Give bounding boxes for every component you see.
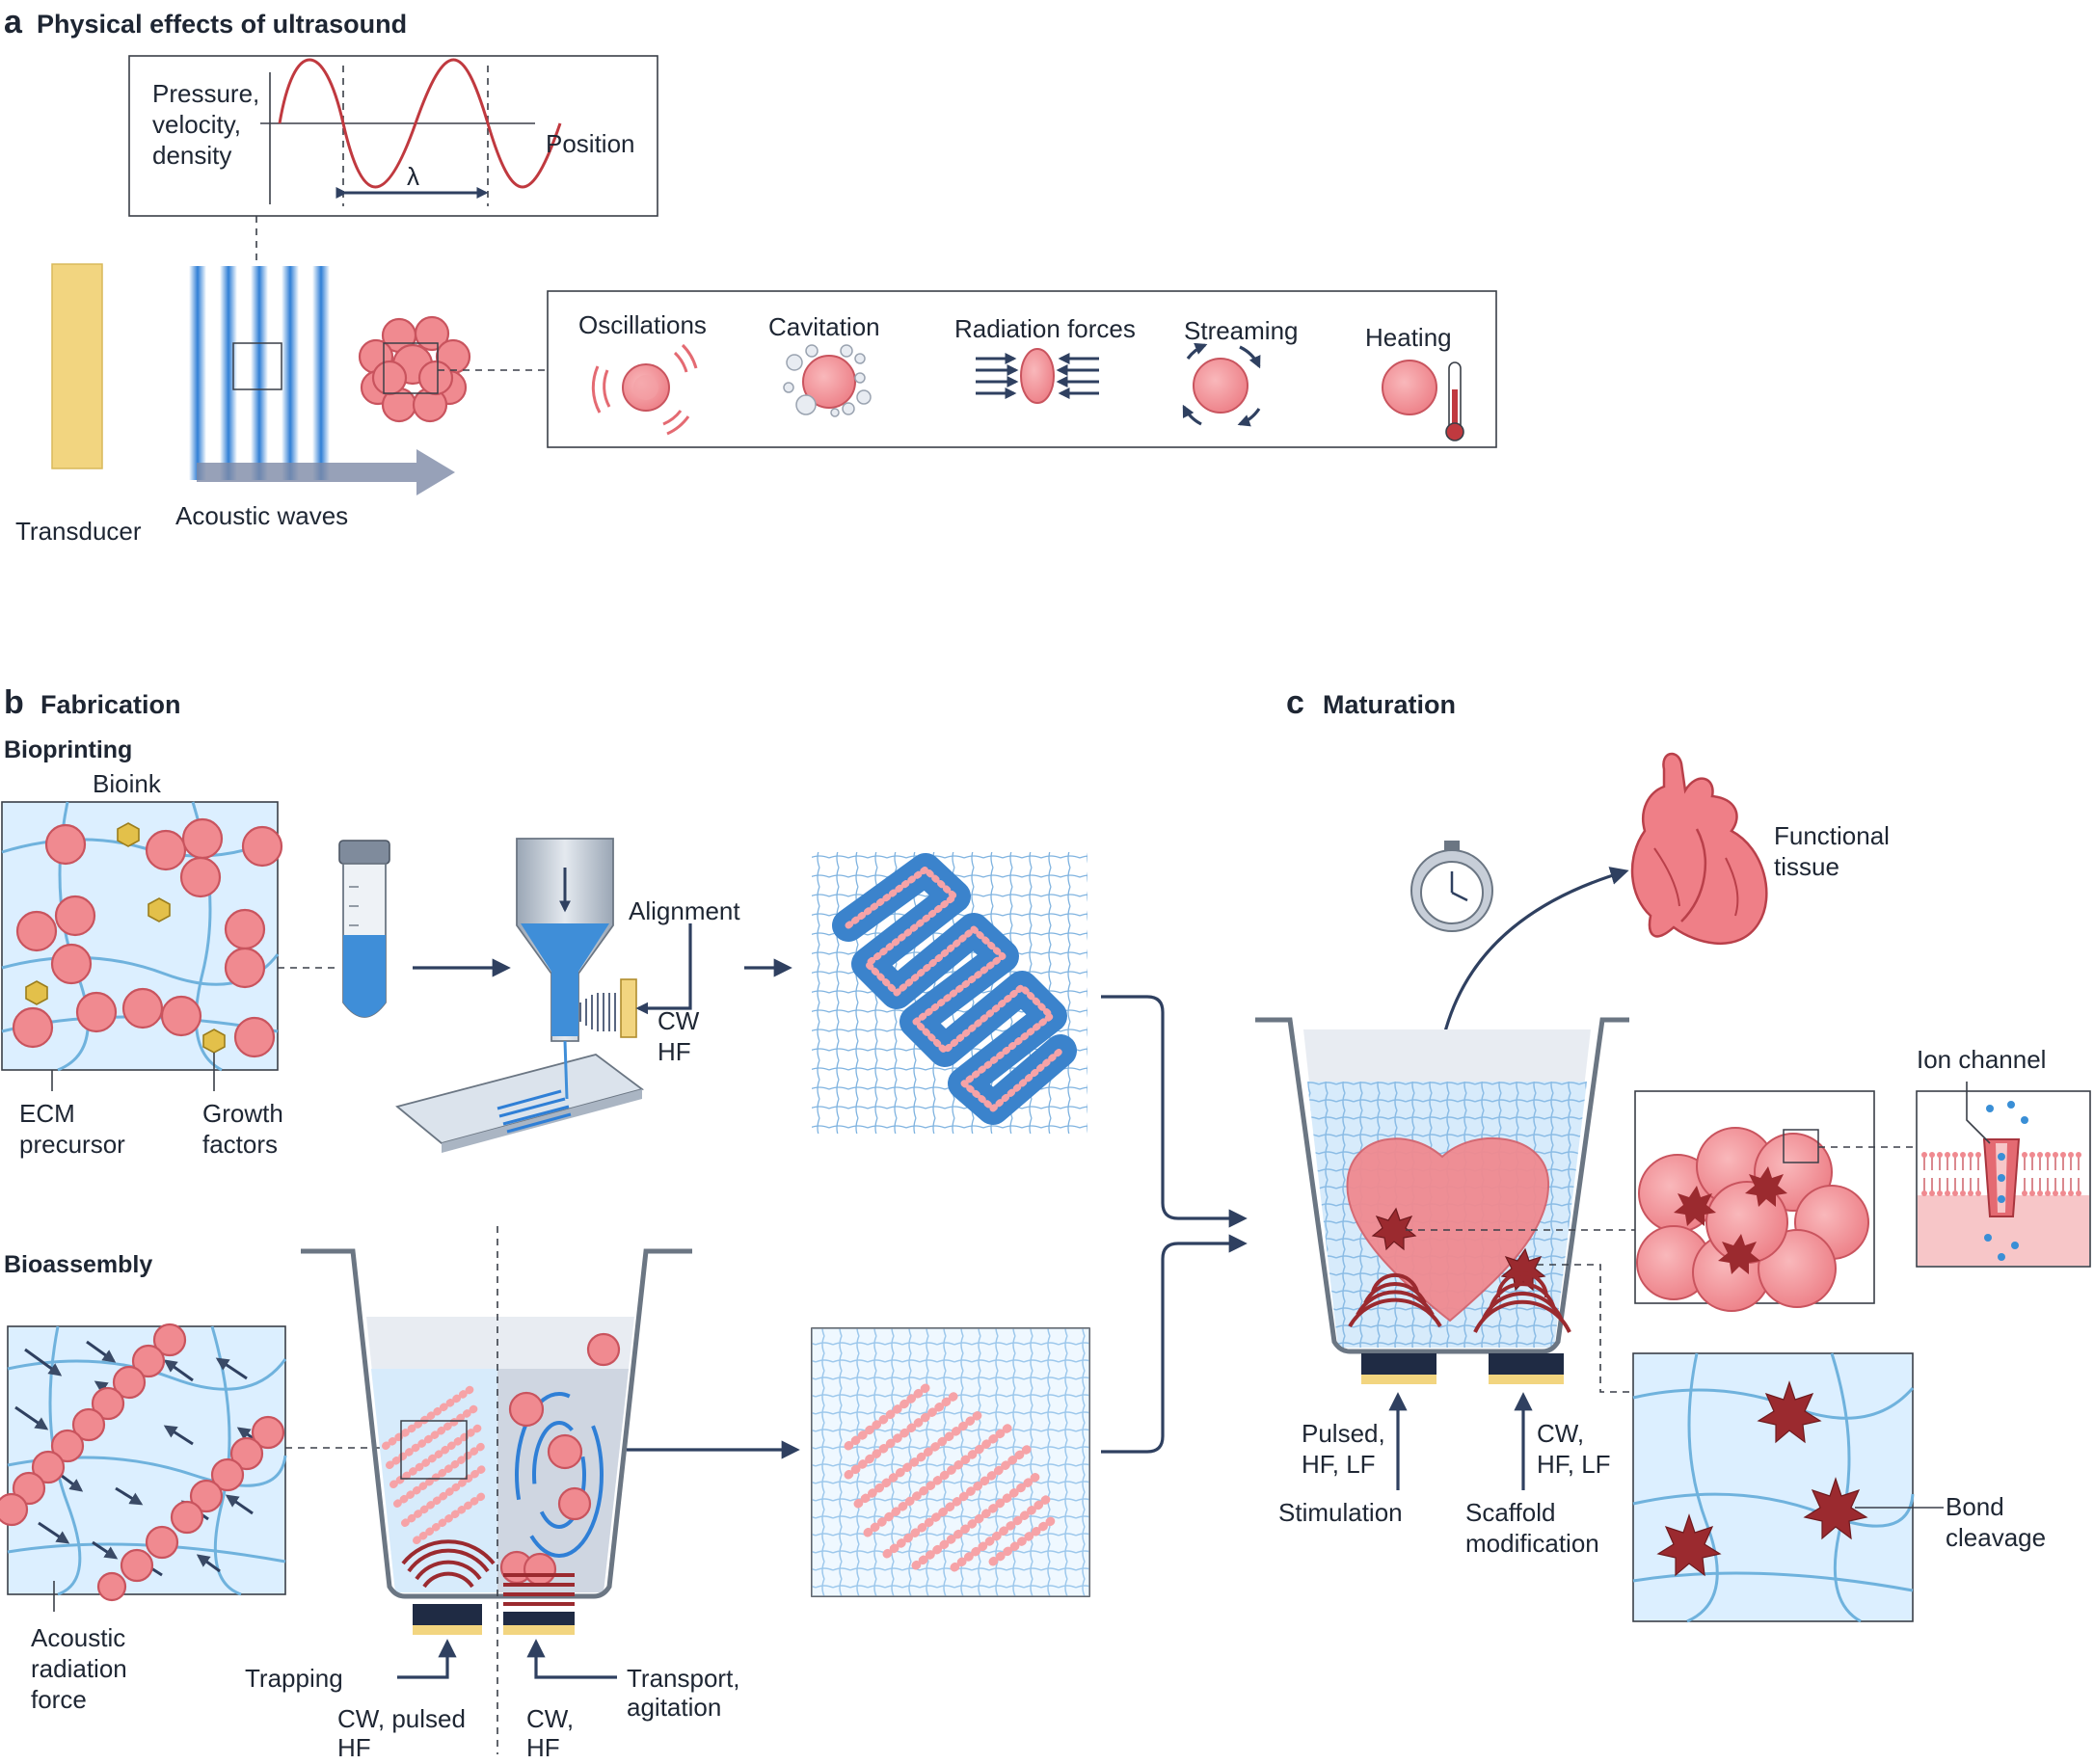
trapping-label: Trapping <box>245 1664 343 1693</box>
effect-heating: Heating <box>1365 323 1464 441</box>
svg-text:Radiation forces: Radiation forces <box>954 314 1136 343</box>
acoustic-label-2: radiation <box>31 1654 127 1683</box>
thermometer-icon <box>1445 361 1464 441</box>
panel-c-title: Maturation <box>1323 690 1456 719</box>
transducer-label: Transducer <box>15 517 142 546</box>
ion-channel-inset <box>1916 1082 2091 1268</box>
transport-label-1: Transport, <box>627 1664 740 1693</box>
acoustic-waves-label: Acoustic waves <box>175 501 348 530</box>
transducer-block <box>51 263 103 469</box>
panel-b-title: Fabrication <box>40 690 181 719</box>
bioink-tube <box>338 840 390 1018</box>
cw-label: CW <box>658 1006 700 1035</box>
assembled-construct <box>811 1327 1090 1597</box>
scaffold-label-1: Scaffold <box>1465 1498 1555 1527</box>
panel-c-letter: c <box>1286 684 1304 721</box>
scaffold-star <box>1500 1247 1546 1292</box>
stimulation-label: Stimulation <box>1278 1498 1403 1527</box>
acoustic-label-3: force <box>31 1685 87 1714</box>
scaffold-label-2: modification <box>1465 1529 1599 1558</box>
hf-label: HF <box>658 1037 691 1066</box>
growth-label-2: factors <box>202 1130 278 1159</box>
effect-streaming: Streaming <box>1182 316 1299 427</box>
cw-label-3: CW, <box>1537 1419 1584 1448</box>
panel-a-letter: a <box>4 4 23 40</box>
wave-axis-label-1: Pressure, <box>152 79 259 108</box>
bioink-box <box>1 801 283 1072</box>
hf-lf-label: HF, LF <box>1537 1450 1611 1479</box>
panel-a: a Physical effects of ultrasound λ Press… <box>4 4 1497 546</box>
bioink-label: Bioink <box>93 769 162 798</box>
wave-axis-label-3: density <box>152 141 231 170</box>
panel-a-title: Physical effects of ultrasound <box>37 10 407 39</box>
wave-inset: λ Pressure, velocity, density Position <box>128 55 658 217</box>
ion-channel-label: Ion channel <box>1917 1045 2046 1074</box>
effect-oscillations: Oscillations <box>578 310 707 436</box>
propagation-arrow <box>197 449 455 495</box>
printed-construct <box>812 852 1087 1134</box>
functional-heart <box>1630 752 1768 946</box>
cw-pulsed-label-2: HF <box>337 1733 371 1762</box>
stimulation-star <box>1371 1207 1417 1251</box>
wave-axis-label-2: velocity, <box>152 110 241 139</box>
bond-label-1: Bond <box>1946 1492 2004 1521</box>
lambda-label: λ <box>407 162 419 191</box>
alignment-label: Alignment <box>629 896 740 925</box>
position-label: Position <box>546 129 635 158</box>
svg-text:Heating: Heating <box>1365 323 1452 352</box>
cell-cluster-a <box>358 315 471 423</box>
bioassembly-well <box>301 1226 692 1754</box>
growth-label-1: Growth <box>202 1099 283 1128</box>
maturation-well <box>1255 1017 1629 1384</box>
acoustic-label-1: Acoustic <box>31 1623 125 1652</box>
svg-text:Cavitation: Cavitation <box>768 312 880 341</box>
panel-b-letter: b <box>4 684 24 721</box>
effect-radiation-forces: Radiation forces <box>954 314 1136 404</box>
scaffold-inset <box>1632 1352 1915 1623</box>
pulsed-label-1: Pulsed, <box>1302 1419 1385 1448</box>
acoustic-wave-bands <box>189 266 330 480</box>
bioprinting-title: Bioprinting <box>4 736 132 763</box>
functional-label-2: tissue <box>1774 852 1839 881</box>
functional-label-1: Functional <box>1774 821 1890 850</box>
panel-b: b Fabrication Bioprinting Bioink <box>0 684 1248 1762</box>
transport-label-2: agitation <box>627 1693 721 1722</box>
effect-cavitation: Cavitation <box>768 312 880 417</box>
hf-label-2: HF <box>526 1733 560 1762</box>
cw-label-2: CW, <box>526 1704 574 1733</box>
bioassembly-title: Bioassembly <box>4 1251 152 1278</box>
clock-icon <box>1410 841 1493 932</box>
acoustic-force-box <box>0 1323 287 1602</box>
ecm-label-1: ECM <box>19 1099 75 1128</box>
svg-text:Streaming: Streaming <box>1184 316 1299 345</box>
bond-label-2: cleavage <box>1946 1523 2046 1552</box>
panel-c: c Maturation Functional tissue <box>1255 684 2091 1623</box>
cw-pulsed-label-1: CW, pulsed <box>337 1704 466 1733</box>
cell-cluster-inset <box>1634 1090 1875 1312</box>
ecm-label-2: precursor <box>19 1130 125 1159</box>
printer-nozzle <box>395 838 692 1153</box>
svg-text:Oscillations: Oscillations <box>578 310 707 339</box>
sine-wave <box>278 58 562 189</box>
pulsed-label-2: HF, LF <box>1302 1450 1376 1479</box>
